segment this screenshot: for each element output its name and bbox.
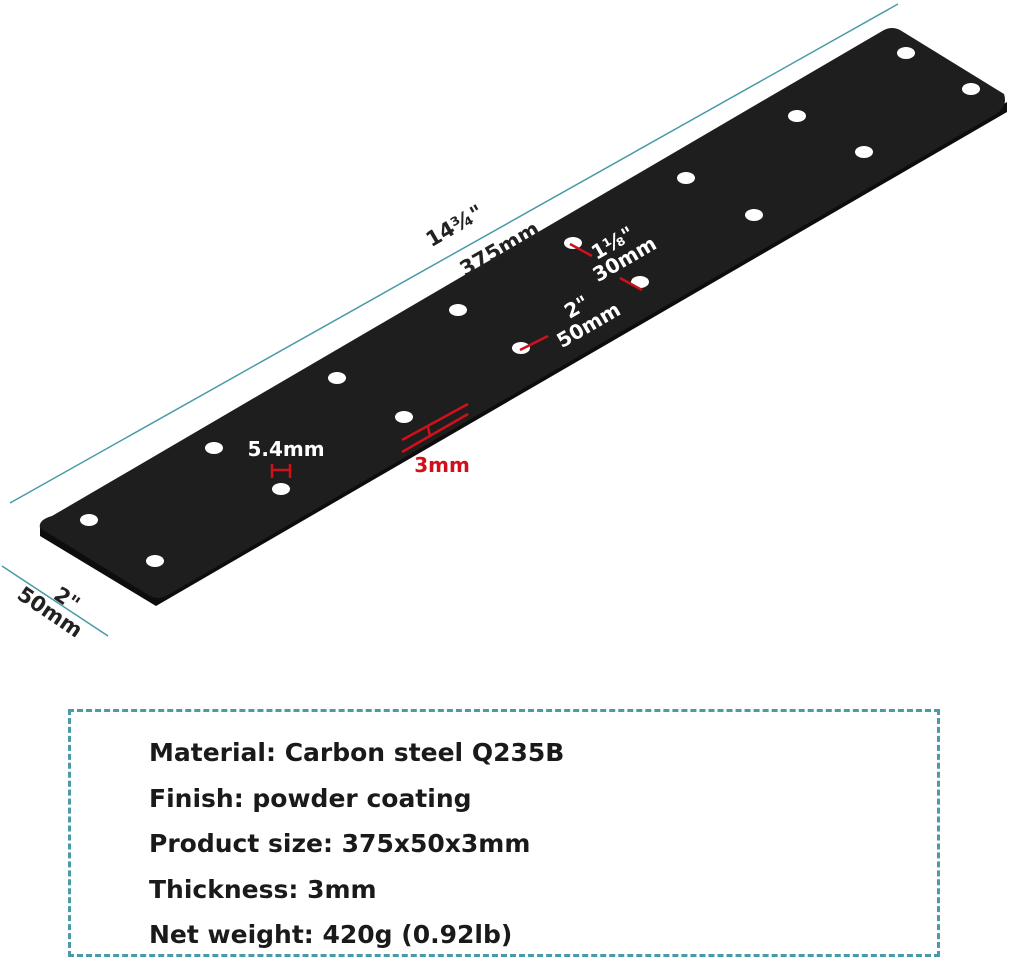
spec-product-size: Product size: 375x50x3mm [149,829,531,858]
hole [80,514,98,526]
plate [39,28,1005,598]
holes [80,47,980,567]
hole [631,276,649,288]
length-inch-label: 14¾" [422,200,488,252]
width-dimension-line [1,565,109,637]
hole-spacing-mark [519,334,549,352]
spec-thickness: Thickness: 3mm [149,874,377,904]
spec-net-weight: Net weight: 420g (0.92lb) [149,920,513,949]
hole [449,304,467,316]
hole [897,47,915,59]
hole [855,146,873,158]
hole-gap-mark [569,242,593,258]
hole [272,483,290,495]
hole [788,110,806,122]
length-dimension-line [9,3,899,504]
hole [564,237,582,249]
hole [205,442,223,454]
hole-diameter-label: 5.4mm [247,437,324,461]
hole [677,172,695,184]
hole [146,555,164,567]
hole [745,209,763,221]
spec-finish: Finish: powder coating [149,783,472,813]
thickness-label: 3mm [414,453,470,477]
hole-gap-mark-2 [619,276,643,292]
hole [328,372,346,384]
thickness-mark [401,412,469,454]
spec-material: Material: Carbon steel Q235B [149,738,565,767]
product-diagram: 14¾" 375mm 2" 50mm 5.4mm 3mm 1⅛" 30mm 2"… [1,3,1007,643]
spec-box: Material: Carbon steel Q235B Finish: pow… [68,709,940,957]
hole [962,83,980,95]
red-measure-marks [270,242,643,478]
hole [512,342,530,354]
hole [395,411,413,423]
